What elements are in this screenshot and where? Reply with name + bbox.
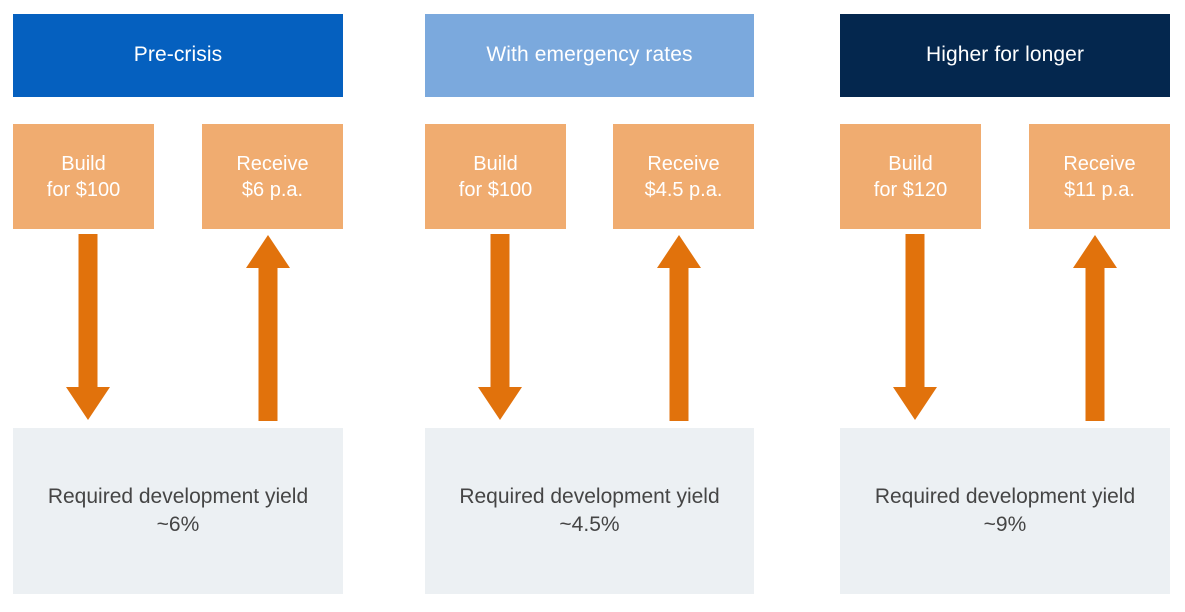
- build-cost-box: Build for $100: [425, 124, 566, 229]
- required-yield-box: Required development yield ~6%: [13, 428, 343, 594]
- build-cost-box: Build for $120: [840, 124, 981, 229]
- required-yield-label: Required development yield ~6%: [47, 484, 309, 536]
- scenario-header-higher-for-longer: Higher for longer: [840, 14, 1170, 97]
- scenario-column-higher-for-longer: Higher for longer Build for $120 Receive…: [840, 0, 1170, 612]
- arrow-up-icon: [651, 234, 707, 421]
- build-cost-label: Build for $100: [458, 152, 533, 201]
- scenario-column-pre-crisis: Pre-crisis Build for $100 Receive $6 p.a…: [13, 0, 343, 612]
- arrow-down-icon: [60, 234, 116, 421]
- scenario-column-with-emergency-rates: With emergency rates Build for $100 Rece…: [425, 0, 754, 612]
- build-cost-label: Build for $120: [873, 152, 948, 201]
- arrow-up-icon: [240, 234, 296, 421]
- arrow-down-icon: [472, 234, 528, 421]
- scenario-title: Higher for longer: [925, 43, 1085, 67]
- receive-income-box: Receive $4.5 p.a.: [613, 124, 754, 229]
- scenario-title: Pre-crisis: [133, 43, 223, 67]
- scenario-header-pre-crisis: Pre-crisis: [13, 14, 343, 97]
- receive-income-box: Receive $6 p.a.: [202, 124, 343, 229]
- arrow-up-icon: [1067, 234, 1123, 421]
- receive-income-label: Receive $11 p.a.: [1063, 152, 1136, 201]
- required-yield-label: Required development yield ~4.5%: [459, 484, 720, 536]
- required-yield-label: Required development yield ~9%: [874, 484, 1136, 536]
- build-cost-label: Build for $100: [46, 152, 121, 201]
- arrow-down-icon: [887, 234, 943, 421]
- scenario-header-with-emergency-rates: With emergency rates: [425, 14, 754, 97]
- build-cost-box: Build for $100: [13, 124, 154, 229]
- receive-income-label: Receive $4.5 p.a.: [644, 152, 723, 201]
- receive-income-label: Receive $6 p.a.: [236, 152, 309, 201]
- scenario-title: With emergency rates: [486, 43, 693, 67]
- receive-income-box: Receive $11 p.a.: [1029, 124, 1170, 229]
- required-yield-box: Required development yield ~9%: [840, 428, 1170, 594]
- required-yield-box: Required development yield ~4.5%: [425, 428, 754, 594]
